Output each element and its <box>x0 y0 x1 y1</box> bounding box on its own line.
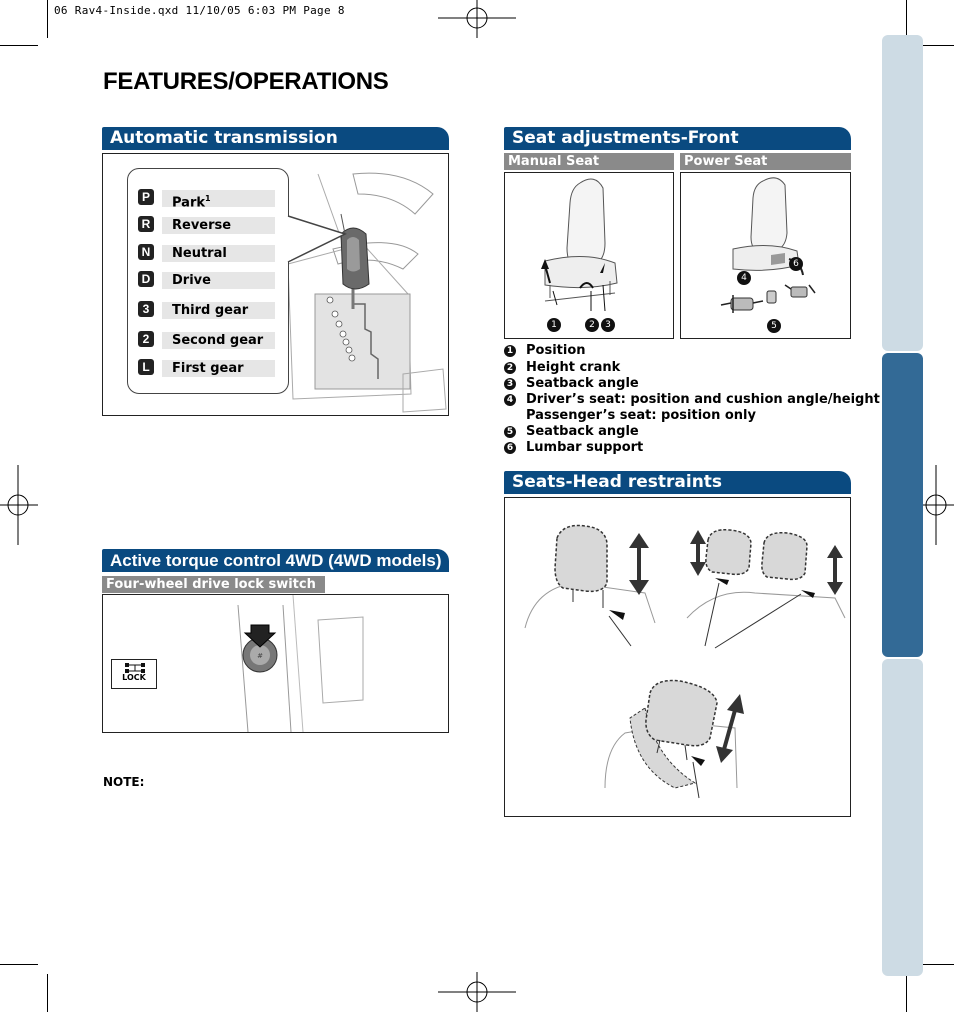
crop-mark <box>47 0 48 38</box>
gear-row-third: 3 Third gear <box>138 301 276 319</box>
legend-text: Position <box>526 343 586 358</box>
power-seat-label: Power Seat <box>680 153 851 170</box>
lock-switch-figure: LOCK # <box>102 594 449 733</box>
crop-mark <box>906 0 907 38</box>
gear-label: Second gear <box>162 332 275 349</box>
gear-label: Third gear <box>162 302 275 319</box>
legend-number: 3 <box>504 378 516 390</box>
gear-label: Drive <box>162 272 275 289</box>
head-restraints-illustration <box>524 524 846 799</box>
svg-text:#: # <box>257 652 263 660</box>
gear-badge: R <box>138 216 154 232</box>
gear-row-second: 2 Second gear <box>138 331 276 349</box>
callout-1: 1 <box>547 318 561 332</box>
power-seat-illustration <box>720 177 816 313</box>
legend-text: Lumbar support <box>526 440 644 455</box>
legend-text: Height crank <box>526 360 621 375</box>
lock-switch-illustration: # <box>237 595 364 732</box>
note-label: NOTE: <box>103 775 145 789</box>
gear-label: Neutral <box>162 245 275 262</box>
gear-label: Reverse <box>162 217 275 234</box>
callout-5: 5 <box>767 319 781 333</box>
gear-badge: P <box>138 189 154 205</box>
subtitle-4wd-lock: Four-wheel drive lock switch <box>102 576 325 593</box>
side-tab-top[interactable] <box>882 35 923 351</box>
gear-label: Park1 <box>162 190 275 211</box>
callout-4: 4 <box>737 271 751 285</box>
gear-badge: N <box>138 244 154 260</box>
crop-mark <box>0 45 38 46</box>
registration-mark-right <box>916 465 954 545</box>
registration-mark-left <box>0 465 38 545</box>
callout-2: 2 <box>585 318 599 332</box>
gear-badge: D <box>138 271 154 287</box>
crop-mark <box>906 974 907 1012</box>
gear-badge: 2 <box>138 331 154 347</box>
legend-number: 1 <box>504 345 516 357</box>
power-seat-figure: 4 5 6 <box>680 172 851 339</box>
manual-seat-label: Manual Seat <box>504 153 674 170</box>
gear-badge: 3 <box>138 301 154 317</box>
callout-pointer <box>283 215 348 263</box>
legend-text: Seatback angle <box>526 424 639 439</box>
legend-number: 5 <box>504 426 516 438</box>
page-title: FEATURES/OPERATIONS <box>103 68 389 95</box>
crop-mark <box>915 45 954 46</box>
section-title-head-restraints: Seats-Head restraints <box>504 471 851 494</box>
gear-badge: L <box>138 359 154 375</box>
registration-mark-top <box>438 0 516 38</box>
legend-text-secondary: Passenger’s seat: position only <box>526 408 756 423</box>
section-title-seat-front: Seat adjustments-Front <box>504 127 851 150</box>
gear-row-park: P Park1 <box>138 189 276 211</box>
print-slug: 06 Rav4-Inside.qxd 11/10/05 6:03 PM Page… <box>54 4 345 17</box>
section-title-transmission: Automatic transmission <box>102 127 449 150</box>
gear-label-text: Park <box>172 195 206 211</box>
head-restraints-figure <box>504 497 851 817</box>
crop-mark <box>0 964 38 965</box>
lock-icon-label: LOCK <box>122 673 146 682</box>
footnote-marker: 1 <box>205 194 211 203</box>
gear-row-reverse: R Reverse <box>138 216 276 234</box>
callout-3: 3 <box>601 318 615 332</box>
transmission-figure: P Park1 R Reverse N Neutral D Drive 3 Th… <box>102 153 449 416</box>
crop-mark <box>915 964 954 965</box>
callout-6: 6 <box>789 257 803 271</box>
gear-label: First gear <box>162 360 275 377</box>
legend-number: 4 <box>504 394 516 406</box>
side-tab-bottom[interactable] <box>882 659 923 976</box>
gear-row-neutral: N Neutral <box>138 244 276 262</box>
side-tab-active[interactable] <box>882 353 923 657</box>
lock-switch-icon: LOCK <box>111 659 157 689</box>
legend-number: 6 <box>504 442 516 454</box>
registration-mark-bottom <box>438 972 516 1012</box>
manual-seat-illustration <box>541 178 618 312</box>
manual-seat-figure: 1 2 3 <box>504 172 674 339</box>
crop-mark <box>47 974 48 1012</box>
shifter-illustration <box>287 172 447 413</box>
legend-text: Seatback angle <box>526 376 639 391</box>
drivetrain-icon <box>125 663 145 673</box>
gear-row-drive: D Drive <box>138 271 276 289</box>
section-title-4wd: Active torque control 4WD (4WD models) <box>102 549 449 572</box>
gear-row-first: L First gear <box>138 359 276 377</box>
legend-number: 2 <box>504 362 516 374</box>
legend-text: Driver’s seat: position and cushion angl… <box>526 392 880 407</box>
